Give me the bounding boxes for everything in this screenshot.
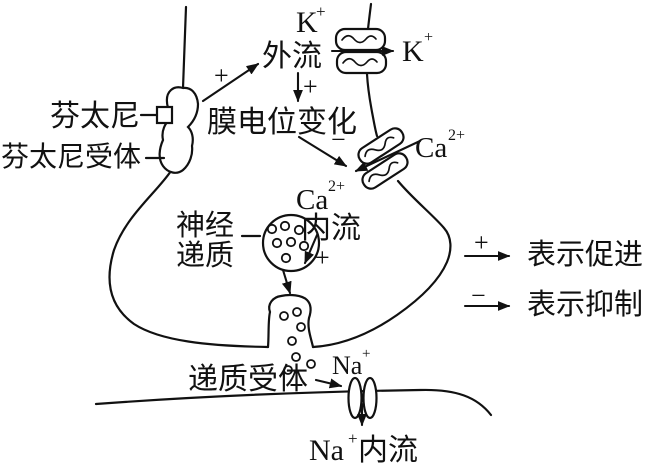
potential-to-ca-arrow bbox=[297, 135, 348, 168]
na-ion-symbol: Na bbox=[332, 351, 363, 380]
ca-ion-outer-charge: 2+ bbox=[448, 127, 465, 144]
released-transmitter-molecules bbox=[283, 352, 316, 375]
neurotransmitter-label-line2: 递质 bbox=[176, 239, 234, 272]
legend-promote-label: 表示促进 bbox=[527, 238, 643, 271]
membrane-potential-label: 膜电位变化 bbox=[207, 106, 357, 139]
ca-to-vesicle-arrow bbox=[303, 233, 319, 265]
presynaptic-membrane-left-top bbox=[181, 5, 188, 90]
minus-sign-ca-arrow: − bbox=[331, 125, 346, 154]
fentanyl-receptor-shape bbox=[158, 86, 200, 174]
k-ion-top-symbol: K bbox=[296, 6, 318, 39]
calcium-channel bbox=[357, 127, 409, 190]
ca-ion-inner-charge: 2+ bbox=[328, 178, 345, 195]
vesicle-to-membrane-arrow bbox=[281, 268, 292, 295]
legend-plus-sign: + bbox=[474, 228, 489, 257]
plus-sign-receptor-arrow: + bbox=[214, 61, 229, 90]
ca-ion-outer-symbol: Ca bbox=[415, 132, 447, 164]
na-inflow-label: 内流 bbox=[358, 434, 418, 467]
k-ion-top-charge: + bbox=[316, 2, 326, 21]
k-ion-right-charge: + bbox=[424, 29, 433, 46]
k-ion-right-symbol: K bbox=[402, 35, 424, 68]
k-outflow-label: 外流 bbox=[262, 40, 322, 73]
fusing-vesicle bbox=[266, 293, 315, 349]
ca-ion-inner-symbol: Ca bbox=[296, 184, 328, 216]
transmitter-receptor-label: 递质受体 bbox=[188, 363, 308, 396]
presynaptic-membrane-right-bottom bbox=[311, 179, 452, 349]
na-ion-charge: + bbox=[362, 346, 370, 362]
potassium-channel bbox=[334, 27, 388, 75]
fusing-vesicle-contents bbox=[279, 307, 306, 346]
neurotransmitter-label-line1: 神经 bbox=[176, 209, 234, 242]
plus-sign-k-arrow: + bbox=[303, 72, 318, 101]
na-inflow-charge: + bbox=[348, 429, 358, 448]
presynaptic-membrane-right-mid bbox=[365, 72, 379, 138]
receptor-to-k-efflux-arrow bbox=[201, 62, 260, 103]
fentanyl-label: 芬太尼 bbox=[50, 100, 140, 133]
na-inflow-symbol: Na bbox=[309, 434, 344, 467]
sodium-channel bbox=[347, 376, 378, 420]
presynaptic-membrane-right-top bbox=[366, 2, 373, 31]
ca-influx-arrow bbox=[354, 139, 422, 173]
plus-sign-vesicle-arrow: + bbox=[315, 243, 330, 272]
fentanyl-receptor-label: 芬太尼受体 bbox=[1, 141, 141, 173]
legend-inhibit-label: 表示抑制 bbox=[527, 288, 643, 321]
transmitter-receptor-pointer-arrow bbox=[314, 378, 343, 389]
ca-inflow-label: 内流 bbox=[301, 212, 361, 245]
presynaptic-membrane-left-bottom bbox=[108, 169, 270, 349]
legend-minus-sign: − bbox=[471, 281, 486, 310]
fentanyl-molecule bbox=[155, 105, 174, 125]
vesicle-contents bbox=[266, 220, 310, 264]
